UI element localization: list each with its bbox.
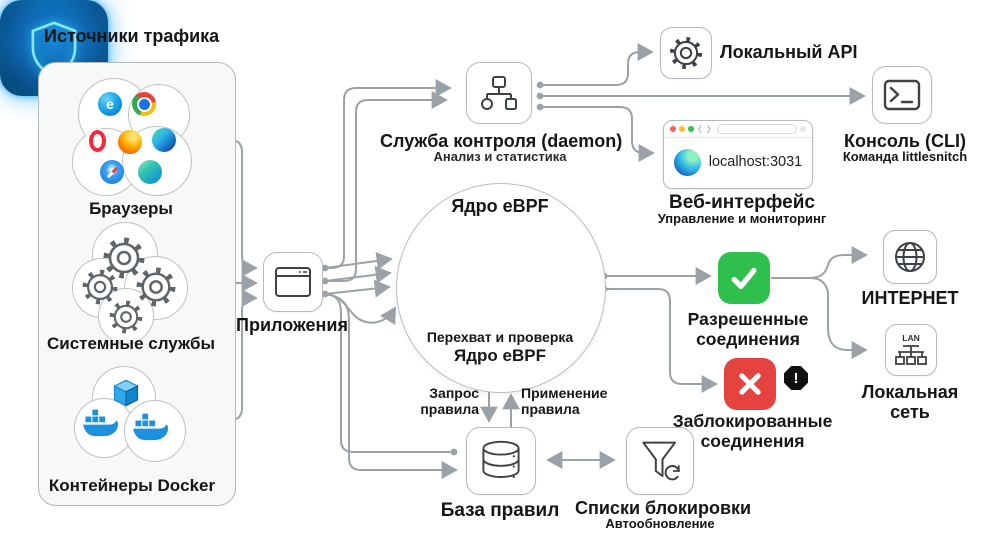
docker-container-icon bbox=[113, 379, 139, 407]
traffic-light-green bbox=[688, 126, 694, 132]
daemon-node bbox=[466, 62, 532, 124]
rules-db-label: База правил bbox=[440, 500, 560, 521]
web-interface-window: ❮ ❯ localhost:3031 bbox=[663, 120, 813, 189]
daemon-label: Служба контроля (daemon) bbox=[380, 131, 623, 151]
docker-label: Контейнеры Docker bbox=[48, 476, 216, 495]
blocklists-sublabel: Автообновление bbox=[605, 516, 715, 531]
system-services-label: Системные службы bbox=[46, 334, 216, 353]
allowed-label: Разрешенные соединения bbox=[687, 309, 809, 349]
edge-icon bbox=[152, 128, 176, 152]
blocked-tile bbox=[724, 358, 776, 410]
chrome-icon bbox=[132, 92, 156, 116]
rule-request-label: Запрос правила bbox=[420, 385, 479, 417]
edge-logo-icon bbox=[673, 148, 701, 176]
docker-whale-icon bbox=[83, 409, 119, 437]
sources-title: Источники трафика bbox=[44, 26, 220, 46]
opera-icon bbox=[84, 128, 110, 154]
address-bar bbox=[716, 124, 797, 134]
lan-node: LAN bbox=[885, 324, 937, 376]
traffic-light-red bbox=[670, 126, 676, 132]
internet-node bbox=[883, 230, 937, 284]
back-icon: ❮ bbox=[697, 125, 703, 133]
traffic-light-yellow bbox=[679, 126, 685, 132]
x-icon bbox=[739, 373, 761, 395]
blocklists-label: Списки блокировки bbox=[575, 498, 752, 518]
firefox-icon bbox=[118, 130, 142, 154]
localhost-url: localhost:3031 bbox=[708, 154, 803, 170]
gear-icon bbox=[82, 237, 176, 334]
hierarchy-icon bbox=[481, 76, 517, 110]
daemon-sublabel: Анализ и статистика bbox=[433, 149, 567, 164]
web-interface-sublabel: Управление и мониторинг bbox=[657, 211, 827, 226]
safari-icon bbox=[100, 160, 124, 184]
funnel-refresh-icon bbox=[642, 441, 680, 481]
warning-octagon-icon: ! bbox=[784, 366, 808, 390]
lan-icon bbox=[895, 344, 927, 365]
forward-icon: ❯ bbox=[705, 125, 712, 133]
browsers-label: Браузеры bbox=[89, 199, 173, 218]
applications-label: Приложения bbox=[236, 315, 348, 335]
globe-icon bbox=[895, 242, 925, 272]
check-icon bbox=[731, 267, 757, 290]
rules-db-node bbox=[466, 427, 536, 495]
ebpf-core-circle bbox=[396, 183, 606, 393]
local-api-label: Локальный API bbox=[720, 42, 858, 62]
cli-sublabel: Команда littlesnitch bbox=[842, 149, 968, 164]
internet-label: ИНТЕРНЕТ bbox=[861, 288, 959, 308]
web-interface-label: Веб-интерфейс bbox=[669, 192, 815, 213]
ebpf-core-title: Ядро eBPF bbox=[451, 196, 549, 216]
terminal-icon bbox=[883, 79, 921, 111]
ebpf-core-caption2: Ядро eBPF bbox=[454, 346, 546, 365]
cli-label: Консоль (CLI) bbox=[844, 131, 966, 151]
gear-icon bbox=[669, 36, 703, 70]
allowed-tile bbox=[718, 252, 770, 304]
lan-icon-text: LAN bbox=[902, 333, 920, 344]
local-api-node bbox=[660, 27, 712, 79]
browser-titlebar: ❮ ❯ bbox=[664, 121, 812, 138]
database-icon bbox=[482, 440, 520, 479]
ebpf-core-caption1: Перехват и проверка bbox=[426, 329, 574, 345]
rule-apply-label: Применение правила bbox=[521, 385, 608, 417]
applications-node bbox=[263, 252, 323, 312]
titlebar-button bbox=[800, 126, 806, 132]
blocklists-node bbox=[626, 427, 694, 495]
ie-icon: e bbox=[98, 92, 122, 116]
blocked-label: Заблокированные соединения bbox=[672, 411, 833, 451]
edge-chromium-icon bbox=[138, 160, 162, 184]
docker-whale-icon bbox=[133, 413, 169, 441]
app-window-icon bbox=[275, 267, 311, 297]
cli-node bbox=[872, 66, 932, 124]
lan-label: Локальная сеть bbox=[861, 382, 959, 423]
